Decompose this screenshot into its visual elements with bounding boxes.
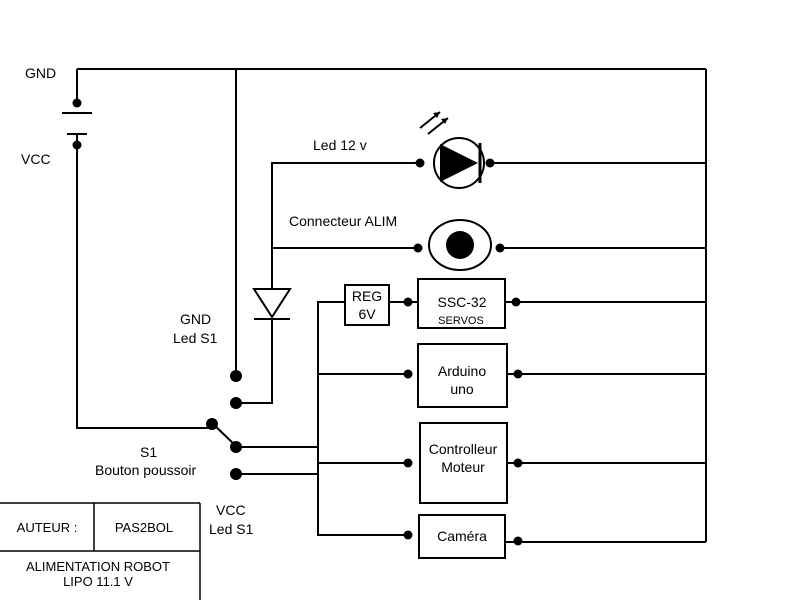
battery-vcc-lead <box>76 145 212 429</box>
camera-box <box>418 514 506 559</box>
connector-pin <box>446 231 474 259</box>
author-label: AUTEUR : <box>17 520 78 535</box>
battery-symbol <box>62 98 92 150</box>
led-terminal-in <box>415 158 425 168</box>
regulator-label-2: 6V <box>358 306 376 322</box>
author-value: PAS2BOL <box>115 520 173 535</box>
battery-terminal-gnd <box>72 98 82 108</box>
diode-symbol <box>252 288 292 320</box>
camera-terminal-in <box>403 530 413 540</box>
camera-label: Caméra <box>437 528 487 544</box>
arduino-label-1: Arduino <box>438 363 486 379</box>
title-block <box>0 502 201 600</box>
arduino-label-2: uno <box>450 381 474 397</box>
connector-terminal-out <box>495 243 505 253</box>
wires <box>76 68 707 543</box>
arduino-terminal-in <box>403 369 413 379</box>
motor-controller-terminal-in <box>403 458 413 468</box>
motor-controller-label-2: Moteur <box>441 459 485 475</box>
ssc32-terminal-in <box>403 297 413 307</box>
power-connector-symbol <box>413 219 505 271</box>
ssc32-box <box>417 278 506 329</box>
s1-label: S1 <box>140 444 157 460</box>
diode-out-wire <box>236 320 273 404</box>
ssc32-label: SSC-32 <box>437 294 486 310</box>
light-emission-icon <box>419 111 449 135</box>
arduino-box <box>417 343 508 408</box>
motor-controller-box <box>419 422 508 504</box>
gnd-led-s1-label-2: Led S1 <box>173 330 218 346</box>
ssc32-terminal-out <box>511 297 521 307</box>
arduino-terminal-out <box>513 369 523 379</box>
battery-terminal-vcc <box>72 140 82 150</box>
vcc-led-s1-label-2: Led S1 <box>209 521 254 537</box>
servos-label: SERVOS <box>438 315 484 327</box>
gnd-label: GND <box>25 65 56 81</box>
drawing-title-2: LIPO 11.1 V <box>63 574 133 589</box>
led-s1-terminal-vcc <box>230 397 242 409</box>
regulator-label-1: REG <box>352 288 382 304</box>
led-terminal-out <box>485 158 495 168</box>
led-12v-symbol <box>415 111 495 189</box>
vcc-led-s1-label-1: VCC <box>216 502 246 518</box>
camera-terminal-out <box>513 536 523 546</box>
vcc-label: VCC <box>21 151 51 167</box>
drawing-title-1: ALIMENTATION ROBOT <box>26 559 170 574</box>
switch-contact-1 <box>230 441 242 453</box>
motor-controller-label-1: Controlleur <box>429 441 498 457</box>
led-12v-label: Led 12 v <box>313 137 367 153</box>
switch-contact-2 <box>230 468 242 480</box>
connecteur-alim-label: Connecteur ALIM <box>289 213 397 229</box>
diode-triangle <box>252 288 292 319</box>
led-s1-terminal-gnd <box>230 370 242 382</box>
led-triangle <box>440 144 478 182</box>
regulator-box <box>344 284 390 326</box>
bouton-poussoir-label: Bouton poussoir <box>95 462 197 478</box>
distribution-bus <box>317 301 408 536</box>
motor-controller-terminal-out <box>513 458 523 468</box>
connector-terminal-in <box>413 243 423 253</box>
switch-pivot <box>206 418 218 430</box>
gnd-led-s1-label-1: GND <box>180 311 211 327</box>
